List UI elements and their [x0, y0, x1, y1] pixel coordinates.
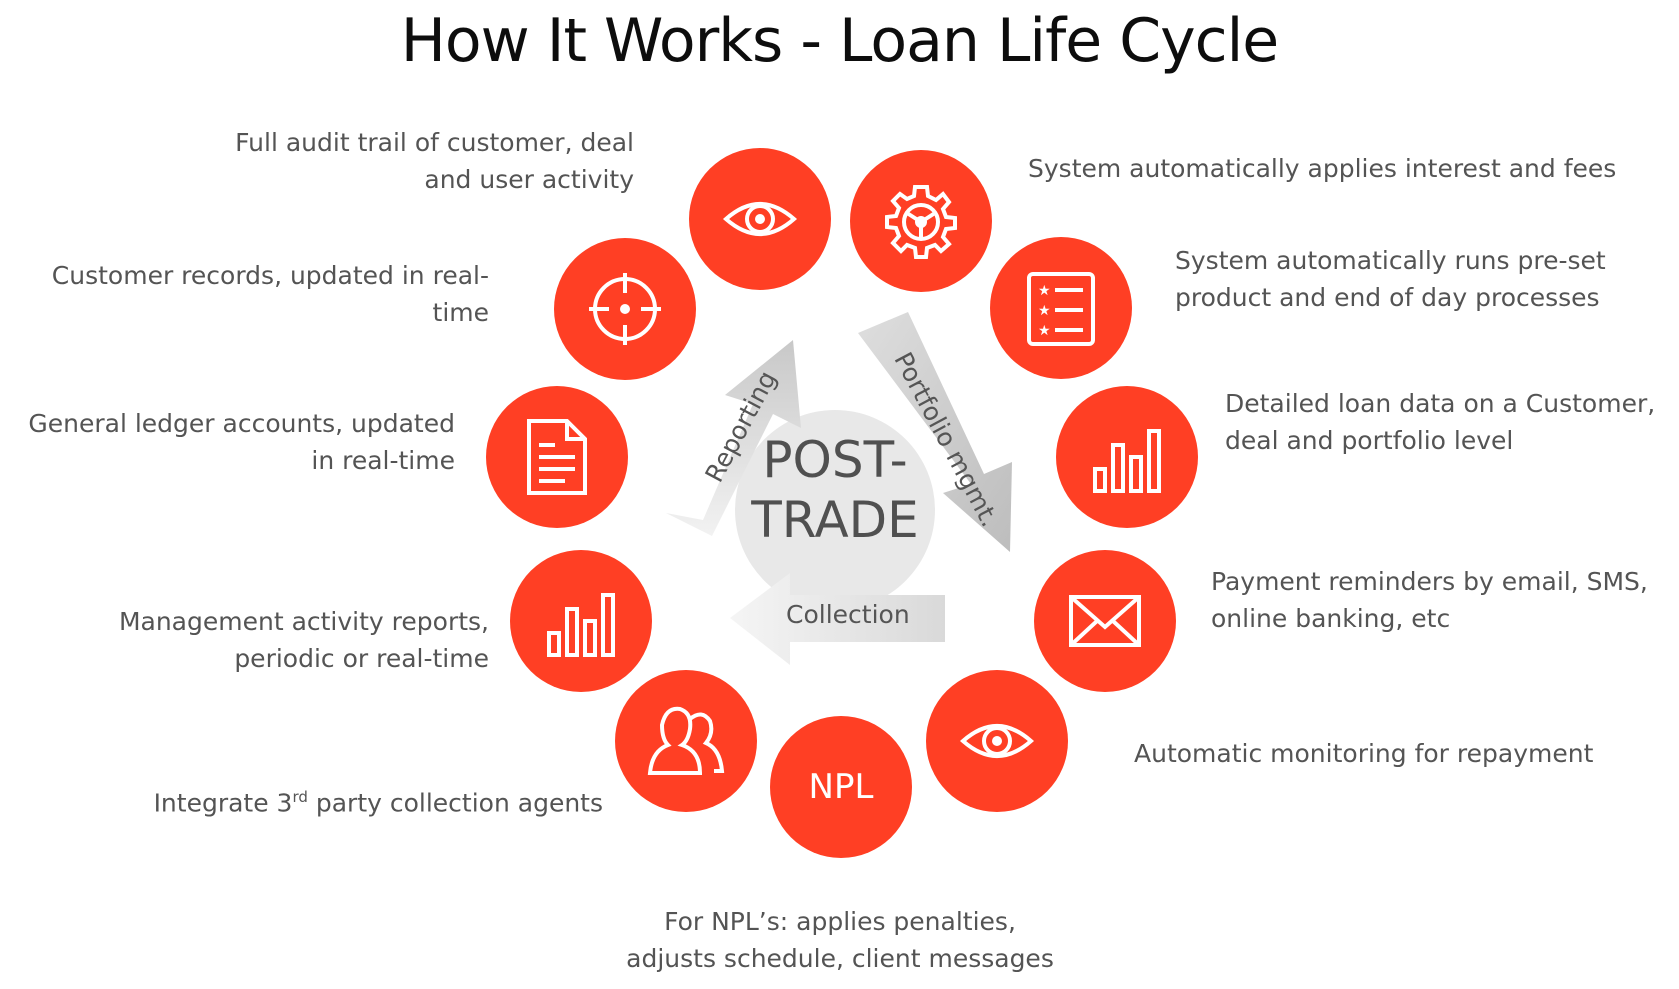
- stage-records: [554, 238, 696, 380]
- loandata-label: Detailed loan data on a Customer, deal a…: [1225, 389, 1656, 455]
- ledger-label: General ledger accounts, updated in real…: [28, 409, 455, 475]
- npl-label: For NPL’s: applies penalties, adjusts sc…: [626, 907, 1054, 973]
- interest-label: System automatically applies interest an…: [1028, 154, 1617, 183]
- stage-audit: [689, 148, 831, 290]
- stage-reports: [510, 550, 652, 692]
- collection-arrow: [730, 573, 945, 665]
- collection-label: Collection: [786, 600, 910, 629]
- post-trade-hub: [735, 410, 935, 610]
- hub-label: POST- TRADE: [751, 431, 919, 549]
- records-label: Customer records, updated in real- time: [51, 261, 489, 327]
- eye-icon: [722, 202, 798, 236]
- stage-ledger: [486, 386, 628, 528]
- checklist-icon: ★ ★ ★: [1027, 272, 1095, 346]
- target-icon: [589, 273, 661, 345]
- bar-chart-icon: [1093, 429, 1161, 493]
- audit-label: Full audit trail of customer, deal and u…: [235, 128, 634, 194]
- svg-text:★: ★: [1038, 303, 1051, 319]
- agents-label: Integrate 3rd party collection agents: [153, 788, 603, 818]
- document-icon: [527, 419, 587, 495]
- gear-icon: [885, 185, 957, 259]
- stage-processes: ★ ★ ★: [990, 237, 1132, 379]
- monitoring-label: Automatic monitoring for repayment: [1134, 739, 1594, 768]
- page-title: How It Works - Loan Life Cycle: [400, 6, 1279, 76]
- people-icon: [647, 706, 725, 775]
- stage-reminders: [1034, 550, 1176, 692]
- svg-text:★: ★: [1038, 323, 1051, 339]
- stage-agents: [615, 670, 757, 812]
- reporting-arrow: [666, 340, 801, 536]
- stage-monitoring: [926, 670, 1068, 812]
- stage-interest: [850, 150, 992, 292]
- processes-label: System automatically runs pre-set produc…: [1175, 246, 1606, 312]
- reports-label: Management activity reports, periodic or…: [118, 607, 489, 673]
- portfolio-arrow: [858, 312, 1012, 552]
- npl-badge: NPL: [808, 767, 874, 807]
- reminders-label: Payment reminders by email, SMS, online …: [1211, 567, 1648, 633]
- stage-npl: NPL: [770, 716, 912, 858]
- svg-text:★: ★: [1038, 283, 1051, 299]
- eye-icon: [959, 724, 1035, 758]
- bar-chart-icon: [547, 593, 615, 657]
- envelope-icon: [1069, 595, 1141, 647]
- stage-loandata: [1056, 386, 1198, 528]
